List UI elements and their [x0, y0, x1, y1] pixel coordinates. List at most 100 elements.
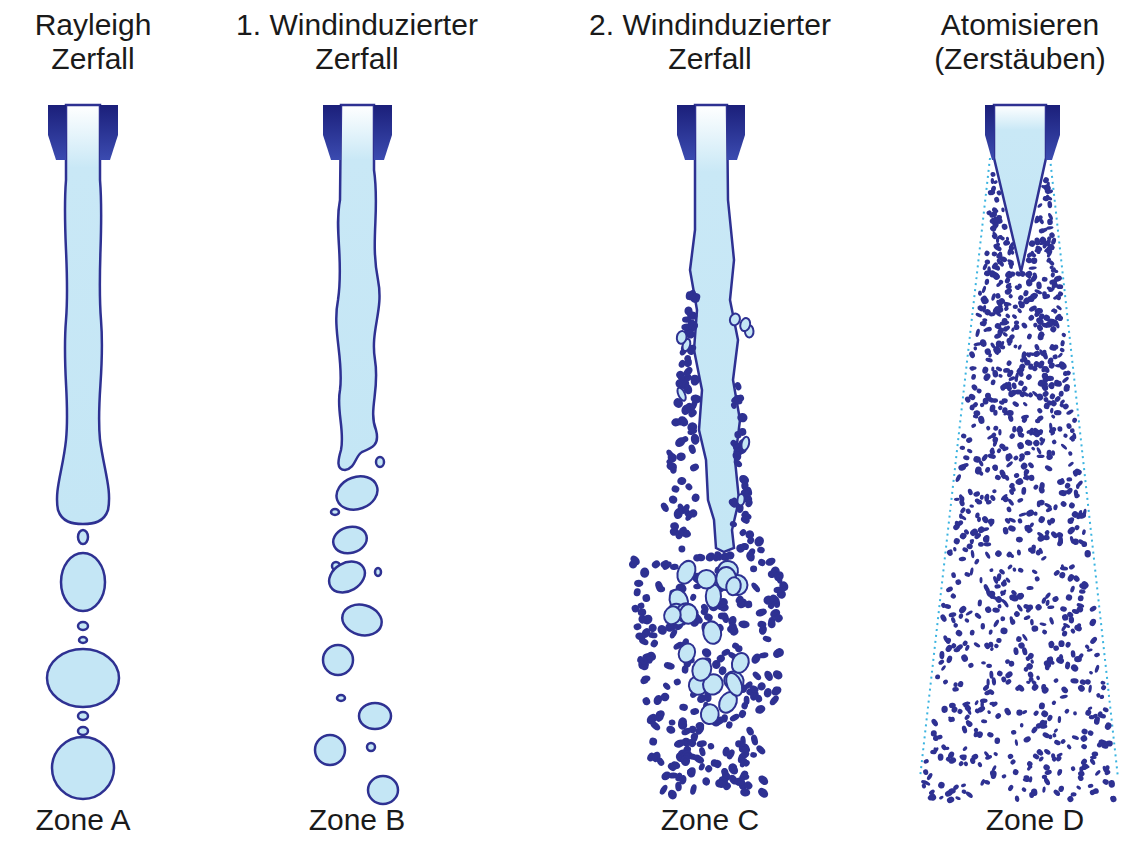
- droplet: [740, 759, 747, 767]
- droplet: [1029, 522, 1035, 528]
- droplet: [1049, 643, 1054, 648]
- droplet: [1004, 277, 1011, 285]
- droplet: [722, 613, 729, 622]
- droplet: [1037, 534, 1046, 542]
- droplet: [1089, 636, 1098, 645]
- droplet: [1027, 764, 1033, 769]
- droplet: [1034, 576, 1040, 582]
- droplet: [746, 552, 754, 561]
- droplet: [669, 774, 677, 778]
- droplet: [999, 255, 1008, 263]
- droplet: [965, 720, 973, 728]
- droplet: [752, 583, 760, 592]
- droplet: [993, 619, 1000, 628]
- droplet: [1011, 313, 1018, 319]
- droplet: [1037, 500, 1041, 507]
- droplet: [630, 561, 636, 567]
- droplet: [745, 697, 749, 704]
- droplet: [923, 758, 930, 764]
- zone-label: Zone C: [630, 803, 790, 837]
- droplet: [772, 687, 782, 696]
- droplet: [1087, 783, 1093, 788]
- droplet: [960, 754, 968, 761]
- droplet: [976, 388, 982, 394]
- droplet: [1018, 512, 1027, 518]
- droplet: [1052, 354, 1058, 360]
- droplet: [674, 740, 684, 748]
- droplet: [1025, 662, 1034, 671]
- droplet: [977, 761, 983, 767]
- droplet: [634, 589, 640, 595]
- droplet: [675, 437, 686, 447]
- droplet: [1017, 497, 1024, 503]
- droplet: [1097, 710, 1104, 717]
- droplet: [1014, 739, 1018, 746]
- droplet: [1031, 569, 1038, 575]
- droplet: [766, 558, 775, 566]
- droplet: [1013, 610, 1021, 618]
- droplet: [1004, 678, 1012, 686]
- droplet: [983, 250, 990, 257]
- droplet: [1026, 333, 1032, 340]
- droplet: [1013, 344, 1017, 349]
- droplet: [688, 429, 696, 435]
- droplet: [1044, 185, 1050, 192]
- droplet: [634, 624, 640, 629]
- droplet: [1023, 289, 1030, 296]
- droplet: [663, 683, 669, 690]
- droplet: [965, 508, 972, 515]
- droplet: [1046, 519, 1052, 526]
- droplet: [1060, 443, 1068, 451]
- droplet: [983, 583, 990, 592]
- droplet: [1025, 373, 1033, 381]
- droplet: [945, 586, 954, 594]
- droplet: [985, 754, 993, 760]
- droplet: [1102, 778, 1110, 786]
- droplet: [929, 791, 935, 798]
- droplet: [1016, 307, 1022, 314]
- droplet: [661, 693, 669, 701]
- droplet: [992, 436, 999, 443]
- droplet: [981, 515, 990, 524]
- droplet: [680, 705, 687, 710]
- droplet: [1076, 606, 1084, 614]
- droplet: [674, 679, 680, 685]
- droplet: [1042, 293, 1051, 300]
- droplet: [739, 317, 752, 332]
- droplet: [1031, 788, 1038, 796]
- droplet: [777, 575, 782, 583]
- droplet: [958, 605, 968, 615]
- droplet: [688, 769, 693, 773]
- droplet: [1057, 716, 1061, 723]
- droplet: [948, 716, 956, 723]
- droplet: [1027, 314, 1035, 322]
- droplet: [676, 641, 698, 665]
- droplet: [730, 623, 736, 630]
- droplet: [1003, 707, 1012, 717]
- droplet: [1061, 630, 1068, 637]
- droplet: [1068, 433, 1076, 440]
- droplet: [1007, 524, 1016, 532]
- droplet: [750, 686, 758, 692]
- zone-title: 1. Windinduzierter Zerfall: [207, 8, 507, 76]
- droplet: [758, 548, 764, 553]
- droplet: [640, 638, 648, 644]
- droplet: [990, 379, 996, 386]
- droplet: [756, 705, 765, 713]
- droplet: [992, 575, 999, 584]
- droplet: [1021, 487, 1027, 495]
- droplet: [992, 489, 997, 493]
- droplet: [1008, 482, 1016, 490]
- droplet: [1021, 391, 1030, 398]
- droplet: [1036, 447, 1042, 455]
- droplet: [993, 425, 999, 431]
- droplet: [1037, 515, 1046, 524]
- droplet: [697, 741, 705, 746]
- droplet: [661, 604, 683, 627]
- droplet: [1038, 349, 1045, 357]
- droplet: [999, 590, 1006, 596]
- droplet: [1017, 567, 1024, 574]
- droplet: [998, 429, 1001, 435]
- droplet: [1047, 218, 1053, 225]
- droplet: [1000, 616, 1005, 621]
